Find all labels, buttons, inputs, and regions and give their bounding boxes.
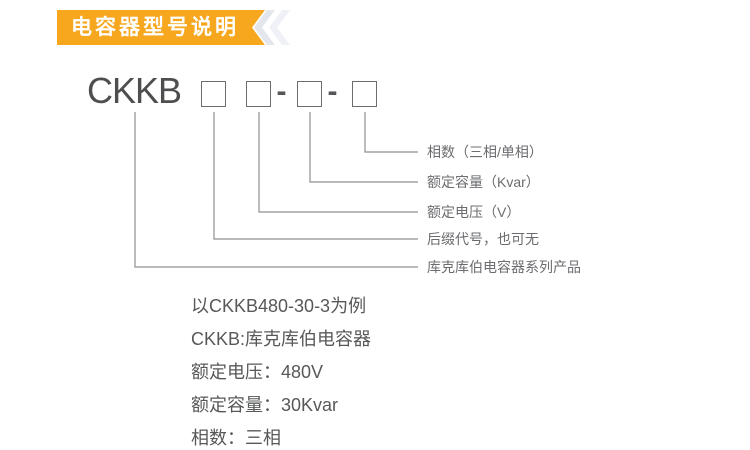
section-banner: 电容器型号说明 bbox=[57, 10, 265, 45]
example-line-intro: 以CKKB480-30-3为例 bbox=[191, 296, 367, 316]
example-line-voltage: 额定电压：480V bbox=[191, 362, 324, 382]
example-block: 以CKKB480-30-3为例 CKKB:库克库伯电容器 额定电压：480V 额… bbox=[191, 290, 371, 450]
callout-label-suffix: 后缀代号，也可无 bbox=[427, 231, 539, 247]
banner-title: 电容器型号说明 bbox=[71, 16, 239, 39]
callout-label-phase: 相数（三相/单相） bbox=[427, 144, 543, 160]
separator-dash: - bbox=[276, 75, 287, 108]
placeholder-box-capacity bbox=[297, 81, 322, 107]
callout-label-voltage: 额定电压（V） bbox=[427, 204, 521, 220]
placeholder-box-voltage bbox=[246, 81, 271, 107]
separator-dash: - bbox=[327, 75, 338, 108]
left-chevron-icon-faint bbox=[269, 10, 290, 45]
example-line-capacity: 额定容量：30Kvar bbox=[191, 395, 339, 415]
placeholder-box-phase bbox=[352, 81, 377, 107]
example-line-series: CKKB:库克库伯电容器 bbox=[191, 329, 372, 349]
model-prefix: CKKB bbox=[87, 70, 182, 111]
placeholder-box-suffix bbox=[201, 81, 226, 107]
callout-label-capacity: 额定容量（Kvar） bbox=[427, 174, 540, 190]
example-line-phase: 相数：三相 bbox=[191, 428, 281, 448]
callout-label-series: 库克库伯电容器系列产品 bbox=[427, 259, 581, 275]
